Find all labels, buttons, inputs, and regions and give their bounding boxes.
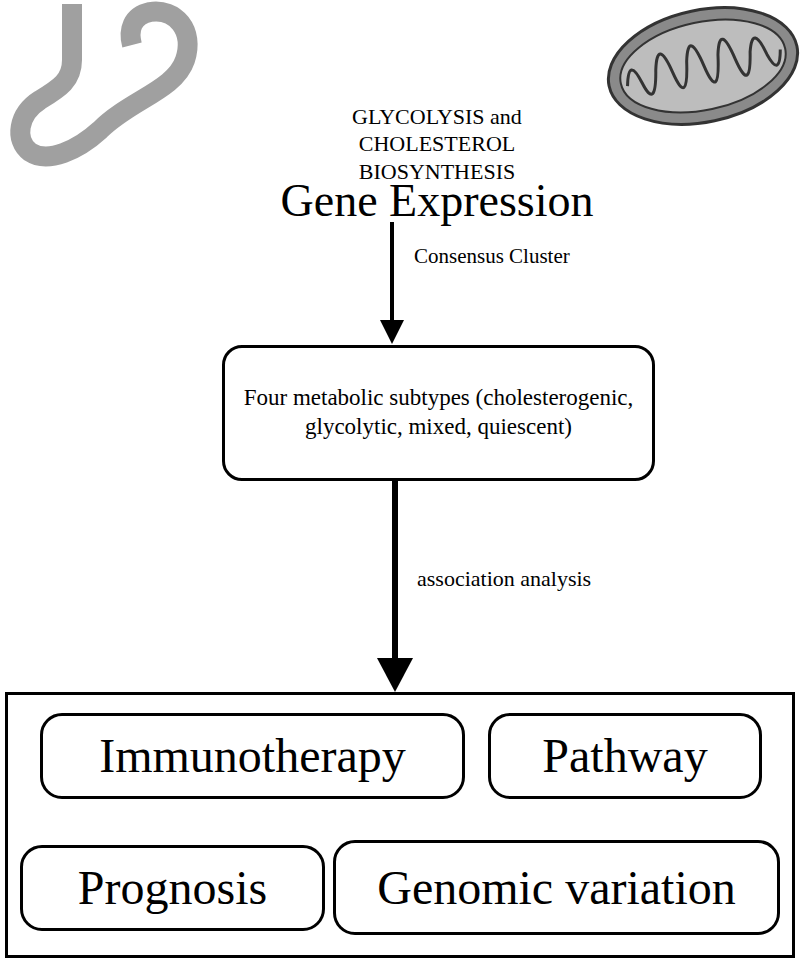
stomach-icon [20,4,187,156]
subtype-box: Four metabolic subtypes (cholesterogenic… [222,345,655,481]
mitochondrion-icon [597,0,800,141]
outcome-box: Pathway [488,713,762,799]
flow-arrow [377,481,413,692]
node-text: Four metabolic subtypes (cholesterogenic… [242,384,635,442]
node-text: Genomic variation [377,858,736,918]
node-text: Immunotherapy [99,726,406,786]
flow-arrow [380,222,404,344]
node-text: Prognosis [78,858,267,918]
outcome-box: Prognosis [20,845,325,931]
heading-text: GLYCOLYSIS and CHOLESTEROL BIOSYNTHESIS [287,103,587,186]
heading-text: Gene Expression [281,174,594,227]
node-text: Pathway [542,726,707,786]
step-label: Consensus Cluster [414,244,570,269]
outcome-box: Genomic variation [333,840,780,935]
outcome-panel: Immunotherapy PathwayPrognosis Genomic var… [5,692,795,958]
edge-label: association analysis [415,566,593,592]
outcome-box: Immunotherapy [40,713,465,799]
